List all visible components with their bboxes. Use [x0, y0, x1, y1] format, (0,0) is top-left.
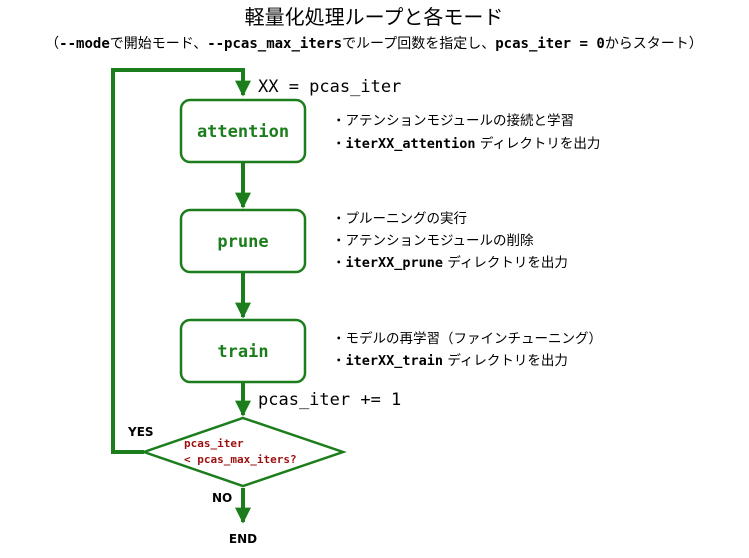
step-train-label: train — [217, 342, 268, 362]
note-text: ディレクトリを出力 — [443, 254, 568, 271]
subtitle-part: （ — [45, 36, 59, 52]
note-code: iterXX_train — [346, 353, 444, 369]
subtitle-part: で開始モード、 — [110, 36, 207, 52]
note-prune-2: ・アテンションモジュールの削除 — [332, 233, 534, 249]
decision-diamond — [140, 416, 347, 488]
subtitle-part: からスタート） — [605, 36, 703, 52]
note-bullet: ・ — [332, 353, 346, 369]
note-code: iterXX_prune — [346, 255, 444, 271]
subtitle-code-mode: --mode — [59, 36, 110, 52]
subtitle-code-max-iters: --pcas_max_iters — [207, 36, 342, 52]
note-code: iterXX_attention — [346, 136, 476, 152]
step-prune-box — [179, 208, 307, 274]
note-bullet: ・ — [332, 255, 346, 271]
note-prune-1: ・プルーニングの実行 — [332, 211, 467, 227]
subtitle-part: でループ回数を指定し、 — [342, 36, 495, 52]
subtitle-code-iter-init: pcas_iter = 0 — [495, 36, 605, 52]
step-prune-label: prune — [217, 232, 268, 252]
diagram-subtitle: （--modeで開始モード、--pcas_max_itersでループ回数を指定し… — [45, 36, 703, 52]
note-text: ディレクトリを出力 — [443, 352, 568, 369]
decision-line-1: pcas_iter — [184, 437, 244, 450]
end-label: END — [229, 532, 257, 546]
diagram-title: 軽量化処理ループと各モード — [245, 5, 504, 29]
note-text: ディレクトリを出力 — [476, 135, 601, 152]
step-attention-label: attention — [197, 122, 289, 142]
decision-line-2: < pcas_max_iters? — [184, 453, 297, 466]
step-attention-box — [179, 98, 307, 164]
step-train-box — [179, 318, 307, 384]
loop-back-arrow — [111, 68, 251, 454]
no-label: NO — [212, 491, 232, 505]
note-attention-2: ・iterXX_attention ディレクトリを出力 — [332, 135, 600, 152]
note-prune-3: ・iterXX_prune ディレクトリを出力 — [332, 254, 568, 271]
note-bullet: ・ — [332, 136, 346, 152]
loop-init-label: XX = pcas_iter — [258, 77, 401, 97]
yes-label: YES — [127, 425, 154, 439]
increment-label: pcas_iter += 1 — [258, 390, 401, 410]
note-train-2: ・iterXX_train ディレクトリを出力 — [332, 352, 568, 369]
note-attention-1: ・アテンションモジュールの接続と学習 — [332, 112, 574, 129]
note-train-1: ・モデルの再学習（ファインチューニング） — [332, 330, 602, 347]
